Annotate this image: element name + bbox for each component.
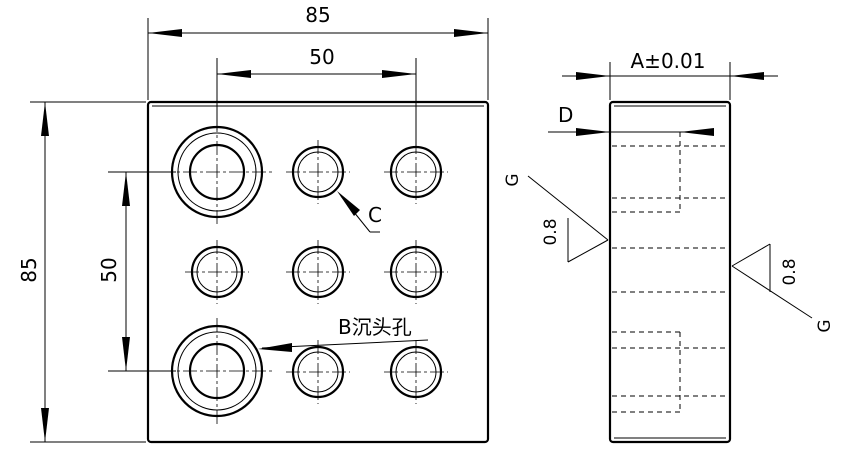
- front-view: 85 50 85 50: [17, 3, 490, 444]
- hole-r3c3: [384, 340, 448, 404]
- hole-r1c3: [384, 140, 448, 204]
- hole-r2c3: [384, 240, 448, 304]
- dimension-thickness: A±0.01: [562, 49, 778, 100]
- dimension-height-85: 85: [17, 101, 146, 443]
- dim-spacing-h-label: 50: [309, 45, 334, 69]
- roughness-right-value: 0.8: [780, 258, 800, 285]
- label-counterbore: B沉头孔: [338, 315, 412, 339]
- roughness-left-letter: G: [503, 173, 523, 186]
- hidden-counterbore-bottom: [612, 331, 728, 413]
- hidden-hole-middle: [612, 247, 728, 293]
- label-hole-c: C: [368, 203, 382, 227]
- counterbore-hole-top: [160, 118, 274, 226]
- leader-counterbore-b: B沉头孔: [258, 315, 429, 352]
- dim-width-label: 85: [305, 3, 330, 27]
- hole-r2c2: [286, 240, 350, 304]
- dimension-d: D: [548, 103, 714, 136]
- front-outline: [146, 100, 490, 444]
- dim-thickness-label: A±0.01: [631, 49, 706, 73]
- dim-height-label: 85: [17, 257, 41, 282]
- dimension-spacing-vertical-50: 50: [97, 171, 176, 372]
- counterbore-hole-bottom: [160, 318, 274, 424]
- dimension-spacing-horizontal-50: 50: [216, 45, 417, 146]
- leader-c: C: [337, 191, 382, 233]
- roughness-symbol-left: 0.8 G: [503, 173, 609, 263]
- side-outline: [608, 100, 732, 444]
- roughness-symbol-right: 0.8 G: [731, 243, 835, 333]
- hole-r1c2: [286, 140, 350, 204]
- dimension-width-85: 85: [147, 3, 489, 100]
- hidden-counterbore-top: [612, 131, 728, 213]
- hole-r3c2: [286, 340, 350, 404]
- label-d: D: [558, 103, 573, 127]
- side-view: A±0.01 D 0.8 G 0.8 G: [503, 49, 835, 444]
- roughness-left-value: 0.8: [541, 218, 561, 245]
- roughness-right-letter: G: [815, 319, 835, 332]
- hole-r2c1: [185, 240, 249, 304]
- dim-spacing-v-label: 50: [97, 257, 121, 282]
